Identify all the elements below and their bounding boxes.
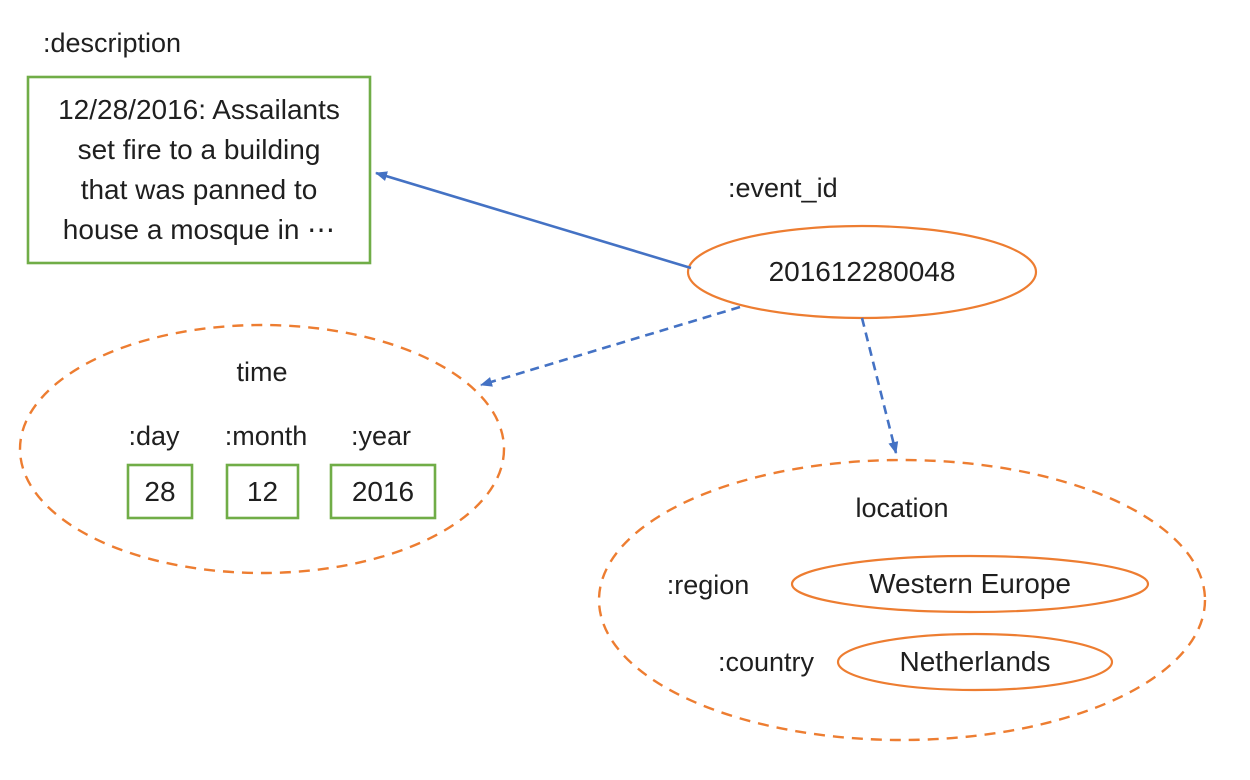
month-key-label: :month [224, 421, 308, 451]
description-line: set fire to a building [77, 134, 321, 165]
location-group-label: location [855, 493, 949, 523]
event-id-label: :event_id [728, 173, 838, 203]
description-line: that was panned to [80, 174, 318, 205]
edge-event-to-time-arrow [480, 305, 741, 387]
edge-event-to-location-arrow [860, 317, 899, 454]
country-value-ellipse [836, 632, 1114, 692]
country-key-label: :country [717, 647, 815, 677]
region-key-label: :region [666, 570, 750, 600]
description-label: :description [43, 28, 182, 58]
year-key-label: :year [350, 421, 412, 451]
edge-event-to-description-arrow [375, 171, 692, 270]
event-id-value: 201612280048 [768, 256, 956, 287]
month-value-box [225, 463, 300, 520]
description-text: 12/28/2016: Assailants set fire to a bui… [28, 77, 370, 263]
time-group-ellipse [18, 323, 506, 575]
month-value: 12 [246, 475, 279, 507]
day-value-box [126, 463, 194, 520]
location-group-ellipse [597, 458, 1207, 742]
country-value: Netherlands [899, 646, 1051, 677]
description-line: house a mosque in ⋯ [62, 214, 336, 245]
description-box [26, 75, 372, 265]
description-line: 12/28/2016: Assailants [58, 94, 340, 125]
day-key-label: :day [128, 421, 180, 451]
year-value: 2016 [351, 475, 415, 507]
region-value: Western Europe [869, 568, 1071, 599]
time-group-label: time [236, 357, 288, 387]
year-value-box [329, 463, 437, 520]
region-value-ellipse [790, 554, 1150, 614]
day-value: 28 [144, 475, 176, 507]
